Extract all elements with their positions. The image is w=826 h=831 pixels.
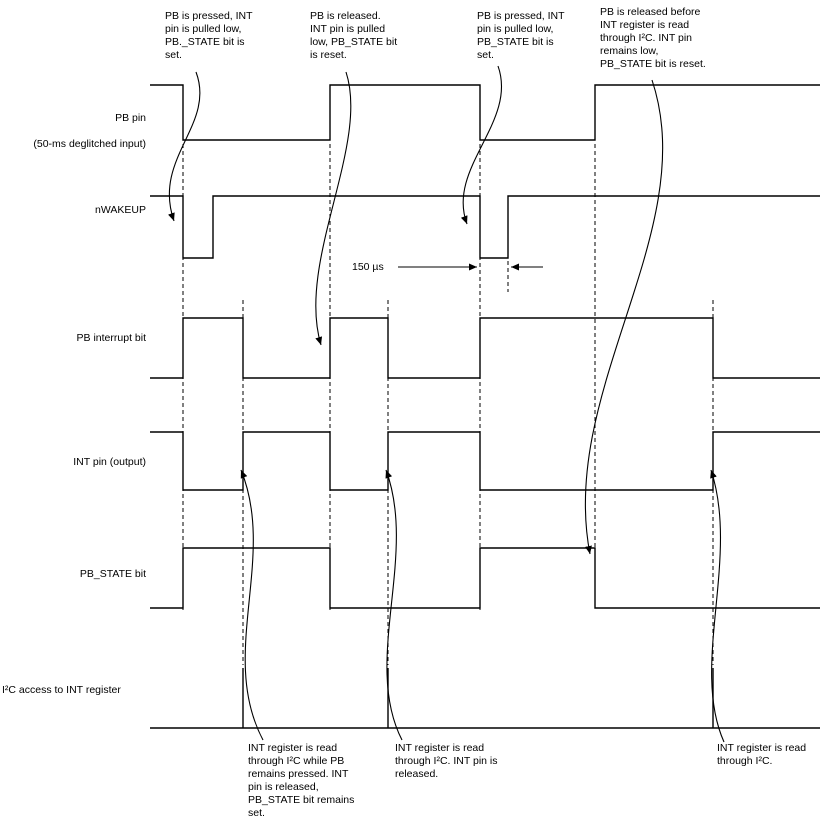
waveform-pb-state (150, 547, 820, 609)
connector-release2-to-pbstate (584, 79, 664, 555)
waveform-pb-pin (150, 84, 820, 141)
signal-label-pb-pin: PB pin (50-ms deglitched input) (33, 99, 146, 164)
signal-label-pb-state: PB_STATE bit (79, 568, 146, 580)
annotation-read1: INT register is read through I²C while P… (248, 742, 355, 819)
connector-read1-to-int (240, 469, 264, 741)
annotation-press2: PB is pressed, INT pin is pulled low, PB… (477, 10, 565, 61)
waveform-pb-interrupt (150, 317, 820, 379)
signal-label-nwakeup: nWAKEUP (95, 204, 146, 216)
connector-press2-to-nwakeup (460, 65, 503, 225)
dimension-label-150us: 150 µs (352, 261, 384, 273)
connector-press1-to-nwakeup (168, 71, 201, 222)
connector-read3-to-int (710, 469, 725, 743)
annotation-press1: PB is pressed, INT pin is pulled low, PB… (165, 10, 253, 61)
signal-label-pb-interrupt: PB interrupt bit (76, 332, 146, 344)
connector-read2-to-int (385, 469, 403, 741)
pb-pin-sublabel: (50-ms deglitched input) (33, 138, 146, 150)
signal-label-int-pin: INT pin (output) (73, 456, 146, 468)
waveform-int-pin (150, 431, 820, 491)
signal-label-i2c-access: I²C access to INT register (2, 684, 121, 696)
connector-release1-to-interrupt (315, 71, 352, 346)
annotation-release1: PB is released. INT pin is pulled low, P… (310, 10, 398, 61)
annotation-release2: PB is released before INT register is re… (600, 6, 706, 70)
pb-pin-label: PB pin (115, 112, 146, 124)
annotation-read3: INT register is read through I²C. (717, 742, 807, 767)
waveform-nwakeup (150, 195, 820, 259)
annotation-read2: INT register is read through I²C. INT pi… (395, 742, 498, 780)
